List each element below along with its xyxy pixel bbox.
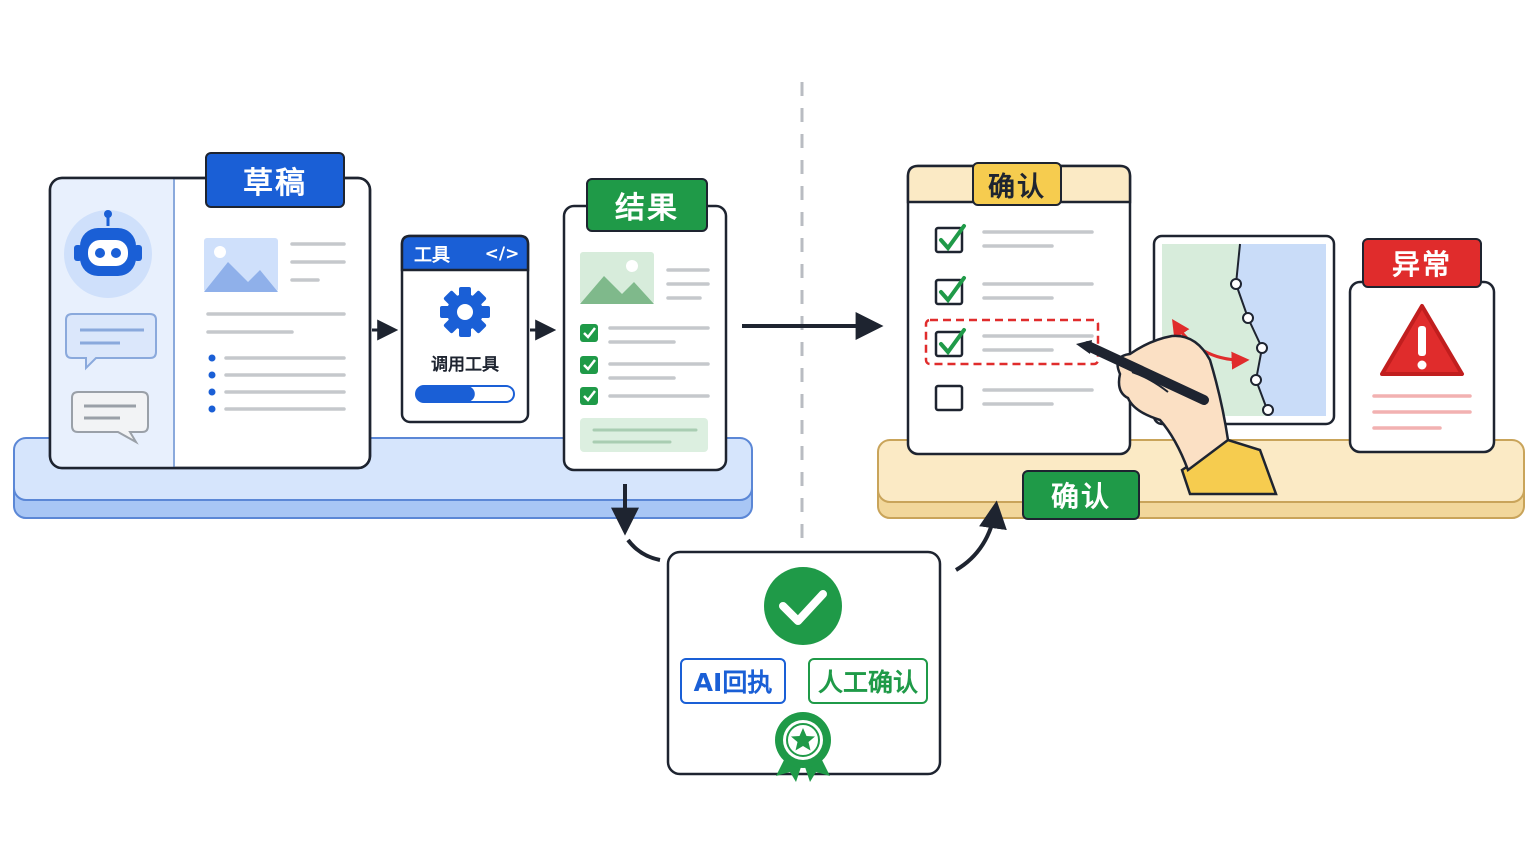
result-label: 结果 [586, 178, 708, 232]
tool-caption: 调用工具 [431, 354, 499, 375]
draft-panel [48, 176, 372, 470]
chat-bubble-icon [71, 391, 149, 445]
check-icon [580, 324, 598, 342]
code-icon: </> [484, 244, 520, 264]
receipt-card [666, 550, 942, 782]
exception-label: 异常 [1362, 238, 1482, 288]
image-icon [204, 238, 278, 292]
progress-fill [416, 386, 475, 402]
checklist-panel [906, 164, 1132, 456]
robot-icon [64, 210, 152, 298]
check-icon [580, 387, 598, 405]
exception-card [1348, 280, 1496, 454]
ai-receipt-label: AI回执 [680, 658, 786, 704]
human-confirm-label: 人工确认 [808, 658, 928, 704]
arrow-down-to-receipt [611, 484, 661, 562]
gear-icon [440, 287, 490, 337]
hand-pen-icon [1076, 334, 1278, 496]
tool-header-label: 工具 [414, 245, 450, 266]
image-icon [580, 252, 654, 304]
chat-bubble-icon [65, 313, 157, 371]
award-ribbon-icon [775, 712, 831, 782]
check-icon [939, 224, 966, 356]
result-panel [562, 204, 728, 472]
tool-card [400, 234, 530, 424]
arrow-up-to-confirm [954, 500, 1007, 572]
check-icon [580, 356, 598, 374]
progress-bar [415, 385, 515, 403]
text-lines [206, 242, 346, 411]
confirm-bottom-label: 确认 [1022, 470, 1140, 520]
bullet-dots [208, 354, 216, 413]
warning-triangle-icon [1380, 304, 1464, 376]
draft-label: 草稿 [205, 152, 345, 208]
confirm-top-label: 确认 [972, 162, 1062, 206]
check-icon [764, 567, 842, 645]
